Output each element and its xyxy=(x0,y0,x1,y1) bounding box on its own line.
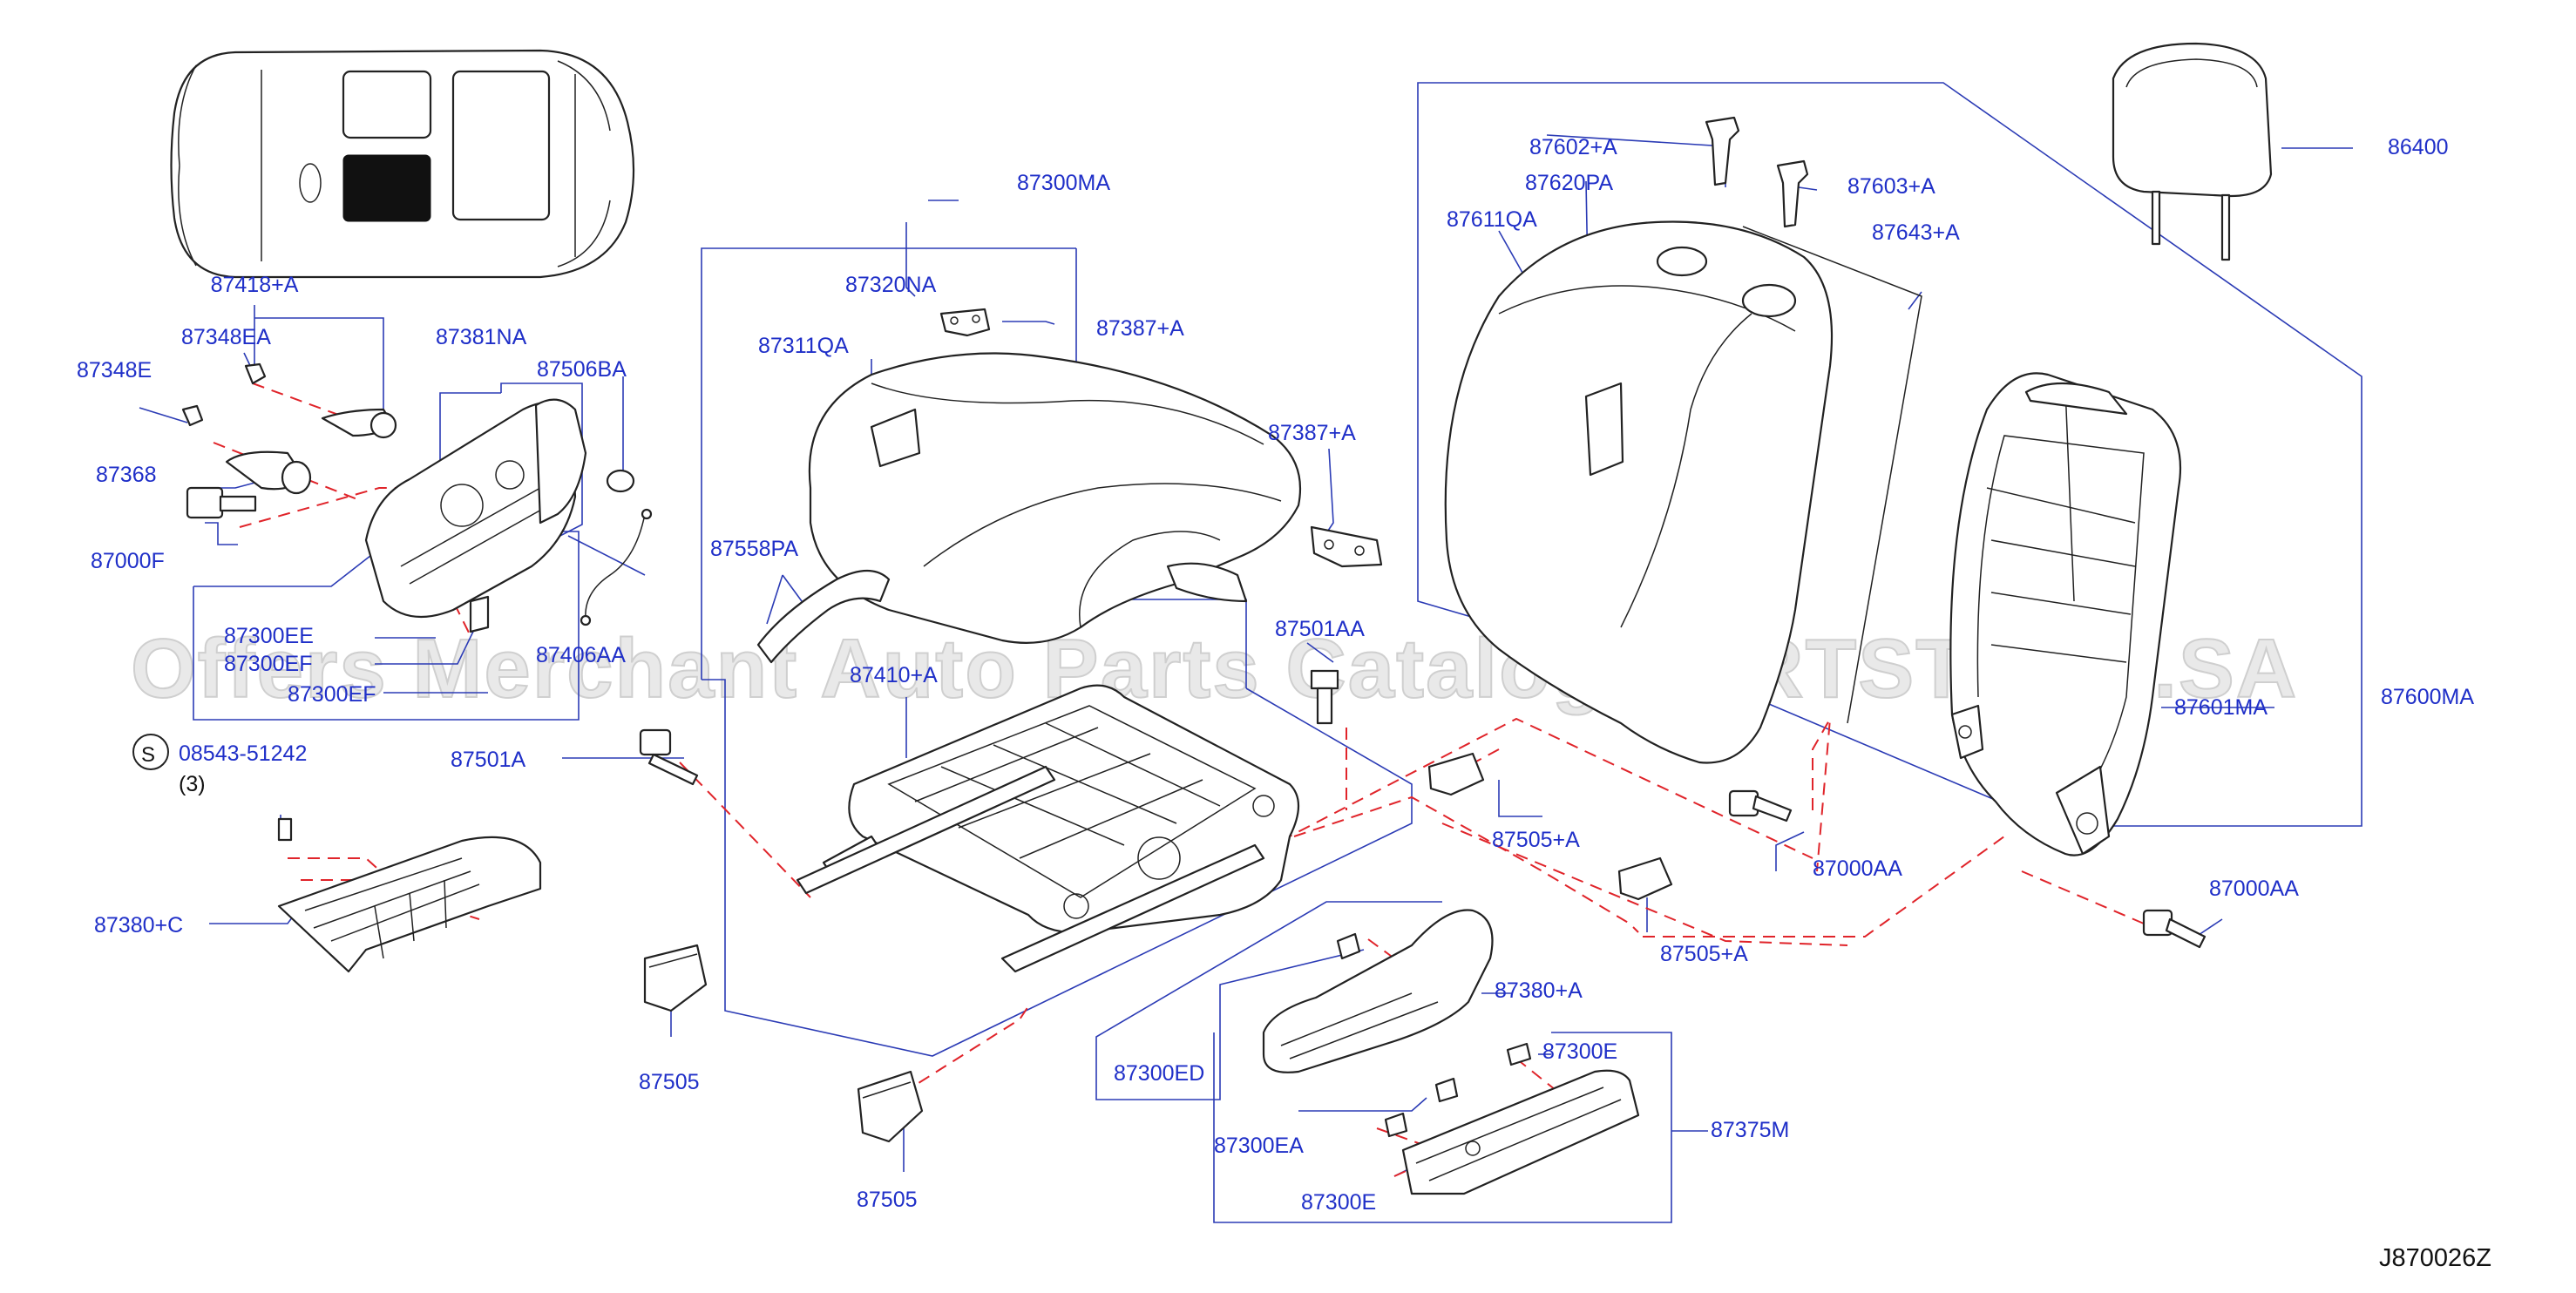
seat-back-frame-87601MA-icon xyxy=(1949,372,2182,856)
bracket-87505-left-icon xyxy=(643,944,708,1012)
tag-87311QA-icon xyxy=(870,408,921,468)
label-87505A-lower[interactable]: 87505+A xyxy=(1660,942,1748,966)
diagram-code: J870026Z xyxy=(2379,1244,2491,1272)
label-87603A[interactable]: 87603+A xyxy=(1847,174,1935,199)
clip-87300ED-icon xyxy=(1336,932,1361,960)
label-87643A[interactable]: 87643+A xyxy=(1872,220,1960,245)
grommet-87506BA-icon xyxy=(606,469,635,493)
label-87300EF-2[interactable]: 87300EF xyxy=(288,682,376,707)
label-87505A-upper[interactable]: 87505+A xyxy=(1492,828,1580,852)
label-87300E-lower[interactable]: 87300E xyxy=(1301,1190,1376,1215)
pad-87643A-icon xyxy=(1742,226,1922,724)
lower-cover-87375M-icon xyxy=(1384,1042,1640,1195)
seat-cushion-87320NA-icon xyxy=(808,352,1302,644)
car-top-view-icon xyxy=(170,49,635,279)
clip-87300EA-icon xyxy=(1434,1077,1459,1103)
seat-back-trim-87620PA-icon xyxy=(1444,220,1834,764)
clip-87387A-top-icon xyxy=(939,308,991,337)
label-87000AA-left[interactable]: 87000AA xyxy=(1813,856,1902,881)
label-87410A[interactable]: 87410+A xyxy=(850,663,938,687)
bolt-87000AA-left-icon xyxy=(1728,789,1793,823)
recliner-cover-87381NA-icon xyxy=(364,398,587,633)
part-labels: 87418+A 87348EA 87381NA 87506BA 87348E 8… xyxy=(77,135,2474,1215)
label-87558PA[interactable]: 87558PA xyxy=(710,537,798,561)
label-87300ED[interactable]: 87300ED xyxy=(1114,1061,1204,1086)
guide-87603A-icon xyxy=(1776,159,1809,228)
label-87602A[interactable]: 87602+A xyxy=(1529,135,1617,159)
label-87620PA[interactable]: 87620PA xyxy=(1525,171,1613,195)
label-87300EF[interactable]: 87300EF xyxy=(224,652,312,676)
clip-87501AA-icon xyxy=(1310,669,1339,725)
label-87387A-side[interactable]: 87387+A xyxy=(1268,421,1356,445)
label-87501A[interactable]: 87501A xyxy=(451,748,526,772)
clip-87348E-icon xyxy=(181,404,204,427)
label-qty-08543: (3) xyxy=(179,772,206,796)
label-87300EA[interactable]: 87300EA xyxy=(1214,1134,1304,1158)
label-87418A[interactable]: 87418+A xyxy=(211,273,299,297)
label-87601MA[interactable]: 87601MA xyxy=(2174,695,2268,720)
label-87348EA[interactable]: 87348EA xyxy=(181,325,271,349)
watermark-text: Offers Merchant Auto Parts Catalog PARTS… xyxy=(131,622,2298,715)
clip-87300E-upper-icon xyxy=(1506,1042,1532,1066)
bracket-87505A-upper-icon xyxy=(1427,752,1485,796)
label-87406AA[interactable]: 87406AA xyxy=(536,643,626,667)
label-87000AA-right[interactable]: 87000AA xyxy=(2209,877,2299,901)
label-87611QA[interactable]: 87611QA xyxy=(1447,207,1537,232)
label-87000F[interactable]: 87000F xyxy=(91,549,165,573)
highlighted-seat-icon xyxy=(342,154,431,222)
label-87320NA[interactable]: 87320NA xyxy=(845,273,937,297)
screw-symbol-icon xyxy=(132,734,169,770)
label-87348E[interactable]: 87348E xyxy=(77,358,152,382)
label-87368[interactable]: 87368 xyxy=(96,463,157,487)
bolt-87501A-icon xyxy=(639,728,699,786)
label-87380A[interactable]: 87380+A xyxy=(1495,978,1583,1003)
clip-87387A-side-icon xyxy=(1310,525,1383,568)
label-87381NA[interactable]: 87381NA xyxy=(436,325,527,349)
clip-87348EA-icon xyxy=(244,362,267,385)
screw-08543-icon xyxy=(277,817,293,842)
guide-87602A-icon xyxy=(1705,116,1740,186)
side-shield-87380A-icon xyxy=(1262,909,1494,1073)
bolt-87000AA-right-icon xyxy=(2142,909,2207,949)
bracket-87505A-lower-icon xyxy=(1617,856,1673,901)
label-87375M[interactable]: 87375M xyxy=(1711,1118,1789,1142)
label-87387A-top[interactable]: 87387+A xyxy=(1096,316,1184,341)
label-87311QA[interactable]: 87311QA xyxy=(758,334,849,358)
screw-symbol-letter: S xyxy=(141,743,155,767)
label-87300MA[interactable]: 87300MA xyxy=(1017,171,1110,195)
label-87600MA[interactable]: 87600MA xyxy=(2381,685,2474,709)
label-86400[interactable]: 86400 xyxy=(2388,135,2449,159)
side-cover-87380C-icon xyxy=(277,836,542,973)
left-hardware-parts xyxy=(181,362,1339,842)
label-87501AA[interactable]: 87501AA xyxy=(1275,617,1365,641)
wire-87558PA-icon xyxy=(756,570,891,664)
label-08543-51242[interactable]: 08543-51242 xyxy=(179,741,307,766)
label-87506BA[interactable]: 87506BA xyxy=(537,357,627,382)
label-87300E-upper[interactable]: 87300E xyxy=(1542,1039,1617,1064)
tag-87611QA-icon xyxy=(1584,382,1624,477)
label-87505-left[interactable]: 87505 xyxy=(639,1070,700,1094)
label-87505-bottom[interactable]: 87505 xyxy=(857,1188,918,1212)
seat-frame-87410A-icon xyxy=(796,684,1299,973)
bolt-87000F-icon xyxy=(186,486,257,519)
bracket-87505-bottom-icon xyxy=(857,1070,924,1143)
label-87300EE[interactable]: 87300EE xyxy=(224,624,314,648)
cable-87406AA-icon xyxy=(585,513,646,619)
label-87380C[interactable]: 87380+C xyxy=(94,913,183,938)
clip-87300E-lower-icon xyxy=(1384,1112,1408,1138)
headrest-86400-icon xyxy=(2112,42,2273,261)
